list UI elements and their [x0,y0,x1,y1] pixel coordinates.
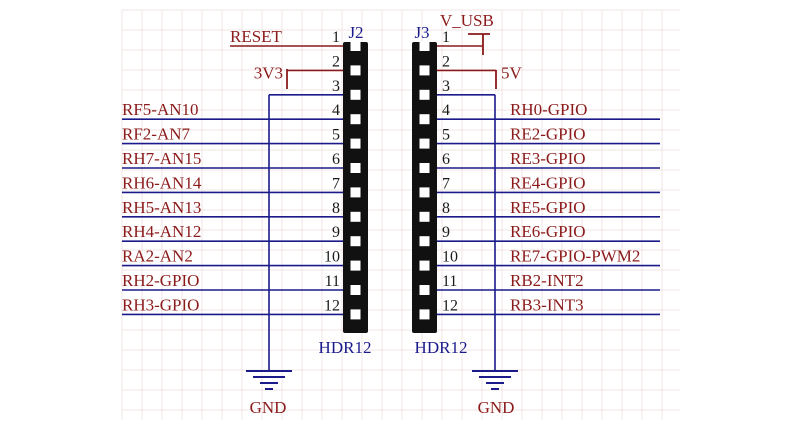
j2-pin-pad [350,236,361,247]
j3-net-label: RE6-GPIO [510,222,586,241]
j3-net-label: RE3-GPIO [510,149,586,168]
j2-ground-label: GND [250,398,287,417]
j2-pin-number: 9 [332,224,340,241]
j3-net-label: RH0-GPIO [510,100,587,119]
j3-pin-pad [419,187,430,198]
j2-pin-pads [350,41,361,320]
j3-pin-number: 6 [442,151,450,168]
j2-net-label: 3V3 [254,63,283,82]
j2-designator: J2 [348,23,363,42]
j2-net-label: RH7-AN15 [122,149,201,168]
wires [122,45,660,348]
ground-symbol-left [246,348,292,390]
j3-pin-pad [419,89,430,100]
j3-pin-pad [419,236,430,247]
labels: 1RESET23V334RF5-AN105RF2-AN76RH7-AN157RH… [122,11,640,314]
j3-pin-pad [419,138,430,149]
j3-pin-pad [419,65,430,76]
j3-ground-label: GND [478,398,515,417]
j2-net-label: RH6-AN14 [122,173,202,192]
j3-pin-number: 5 [442,127,450,144]
j3-pin-pad [419,163,430,173]
j2-pin-number: 2 [332,53,340,70]
j2-pin-pad [350,260,361,271]
j2-pin-number: 5 [332,127,340,144]
j2-pin-pad [350,138,361,149]
j3-pin-number: 8 [442,200,450,217]
j2-pin-number: 10 [324,249,340,266]
j3-pin-number: 7 [442,175,450,192]
j2-pin-pad [350,65,361,76]
j2-net-label: RH5-AN13 [122,198,201,217]
j3-pin-pad [419,211,430,222]
j2-net-label: RF2-AN7 [122,125,191,144]
j3-net-label: RB3-INT3 [510,295,584,314]
j2-pin-number: 3 [332,78,340,95]
j2-net-label: RH2-GPIO [122,271,199,290]
j2-pin-pad [350,89,361,100]
j2-net-label: RH4-AN12 [122,222,201,241]
j3-pin-number: 12 [442,297,458,314]
j3-pin-number: 3 [442,78,450,95]
header-j2[interactable] [343,41,368,333]
j3-pin-pad [419,260,430,271]
j3-net-label: RE4-GPIO [510,173,586,192]
j2-pin-number: 4 [332,102,340,119]
j3-pin-number: 2 [442,53,450,70]
j2-pin-number: 1 [332,29,340,46]
j3-pin-pad [419,41,430,51]
j2-pin-pad [350,187,361,198]
j2-net-label: RESET [230,27,283,46]
j2-net-label: RF5-AN10 [122,100,199,119]
j3-net-label: 5V [501,63,523,82]
j3-net-label: RB2-INT2 [510,271,584,290]
j3-net-label: RE5-GPIO [510,198,586,217]
j3-pin-number: 1 [442,29,450,46]
j3-pin-pad [419,309,430,320]
j3-pin-number: 10 [442,249,458,266]
j3-net-label: RE2-GPIO [510,125,586,144]
j2-pin-pad [350,41,361,51]
j2-pin-pad [350,211,361,222]
j2-pin-number: 7 [332,175,340,192]
j2-pin-number: 6 [332,151,340,168]
j2-pin-number: 11 [325,273,340,290]
j3-pin-number: 9 [442,224,450,241]
j2-pin-pad [350,163,361,173]
j2-net-label: RA2-AN2 [122,247,193,266]
power-symbol-v-usb [468,33,490,55]
ground-symbol-right [472,348,518,390]
j3-net-label: RE7-GPIO-PWM2 [510,247,640,266]
j2-pin-pad [350,309,361,320]
j3-pin-pad [419,285,430,295]
j2-pin-number: 8 [332,200,340,217]
j2-pin-pad [350,285,361,295]
j2-pin-pad [350,114,361,125]
j2-pin-number: 12 [324,297,340,314]
j3-pin-number: 11 [442,273,457,290]
j3-type: HDR12 [415,338,468,357]
j3-designator: J3 [414,23,429,42]
j2-net-label: RH3-GPIO [122,295,199,314]
j3-pin-number: 4 [442,102,450,119]
header-j3[interactable] [412,41,437,333]
j2-type: HDR12 [319,338,372,357]
j3-net-label: V_USB [440,11,494,30]
j3-pin-pad [419,114,430,125]
j3-pin-pads [419,41,430,320]
